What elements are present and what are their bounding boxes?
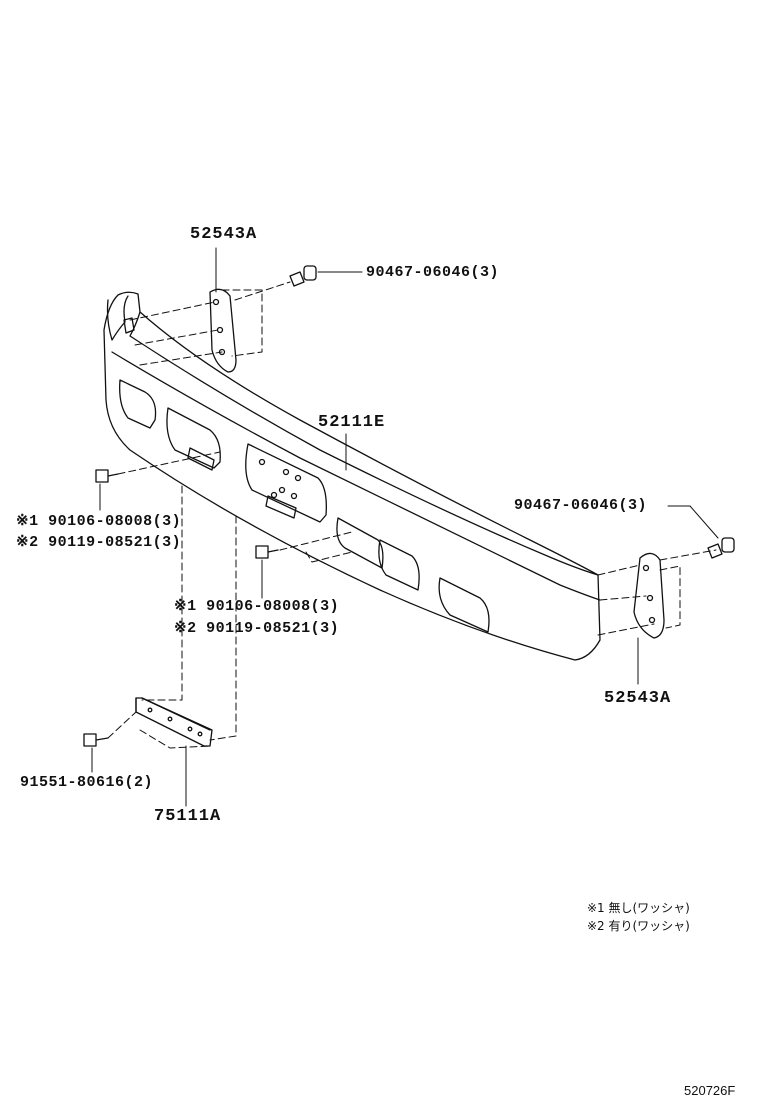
license-plate-bracket-75111a bbox=[135, 697, 213, 747]
label-bolt-left-1: ※1 90106-08008(3) bbox=[16, 513, 182, 530]
label-52543a-top: 52543A bbox=[190, 225, 258, 244]
label-clip-top: 90467-06046(3) bbox=[366, 264, 500, 281]
label-52111e: 52111E bbox=[318, 413, 386, 432]
label-75111a: 75111A bbox=[154, 807, 222, 826]
label-bolt-mid-1: ※1 90106-08008(3) bbox=[174, 598, 340, 615]
footnote-1: ※1 無し(ワッシャ) bbox=[587, 901, 690, 915]
clip-right-icon bbox=[707, 537, 735, 559]
figure-code: 520726F bbox=[684, 1083, 736, 1098]
bracket-52543a-right bbox=[633, 552, 665, 639]
footnote-2: ※2 有り(ワッシャ) bbox=[587, 919, 690, 933]
leader-lines bbox=[91, 247, 719, 807]
assembly-guide-lines bbox=[107, 281, 717, 749]
label-bolt-left-2: ※2 90119-08521(3) bbox=[16, 534, 182, 551]
label-screw-plate: 91551-80616(2) bbox=[20, 774, 154, 791]
label-clip-right: 90467-06046(3) bbox=[514, 497, 648, 514]
label-52543a-right: 52543A bbox=[604, 689, 672, 708]
front-bumper-illustration bbox=[103, 291, 601, 661]
bolt-middle-icon bbox=[255, 545, 279, 559]
label-bolt-mid-2: ※2 90119-08521(3) bbox=[174, 620, 340, 637]
screw-plate-icon bbox=[83, 733, 109, 747]
bolt-left-icon bbox=[95, 469, 119, 483]
clip-top-icon bbox=[289, 265, 317, 287]
